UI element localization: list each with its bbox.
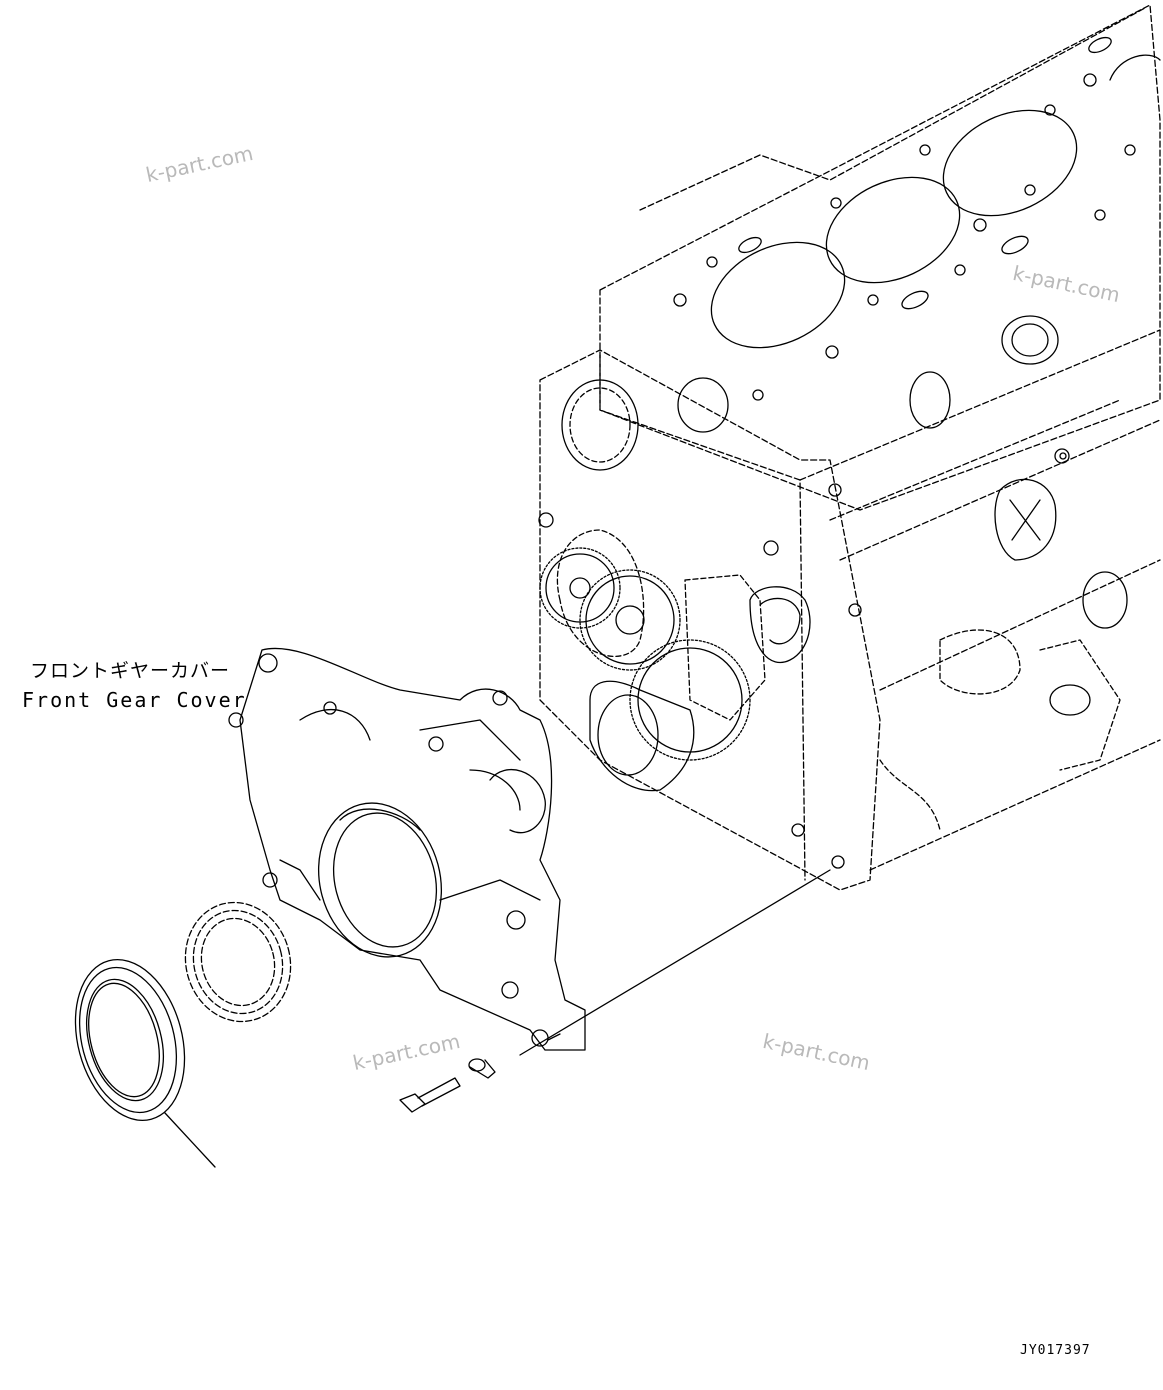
oil-pump-housing <box>589 586 811 792</box>
cylinder-bores <box>710 54 1161 349</box>
timing-gears <box>539 547 751 761</box>
dust-seal <box>74 959 186 1121</box>
leader-lines <box>164 869 831 1168</box>
drawing-code: JY017397 <box>1020 1343 1091 1358</box>
block-front-features <box>538 315 1128 869</box>
front-gear-cover <box>228 647 586 1051</box>
gasket-holes <box>673 36 1136 401</box>
dowel-pin <box>468 1058 496 1079</box>
oil-seal <box>184 901 292 1023</box>
mounting-bolt <box>399 1077 461 1113</box>
callout-label-jp: フロントギヤーカバー <box>30 660 231 682</box>
callout-label-en: Front Gear Cover <box>22 688 247 712</box>
